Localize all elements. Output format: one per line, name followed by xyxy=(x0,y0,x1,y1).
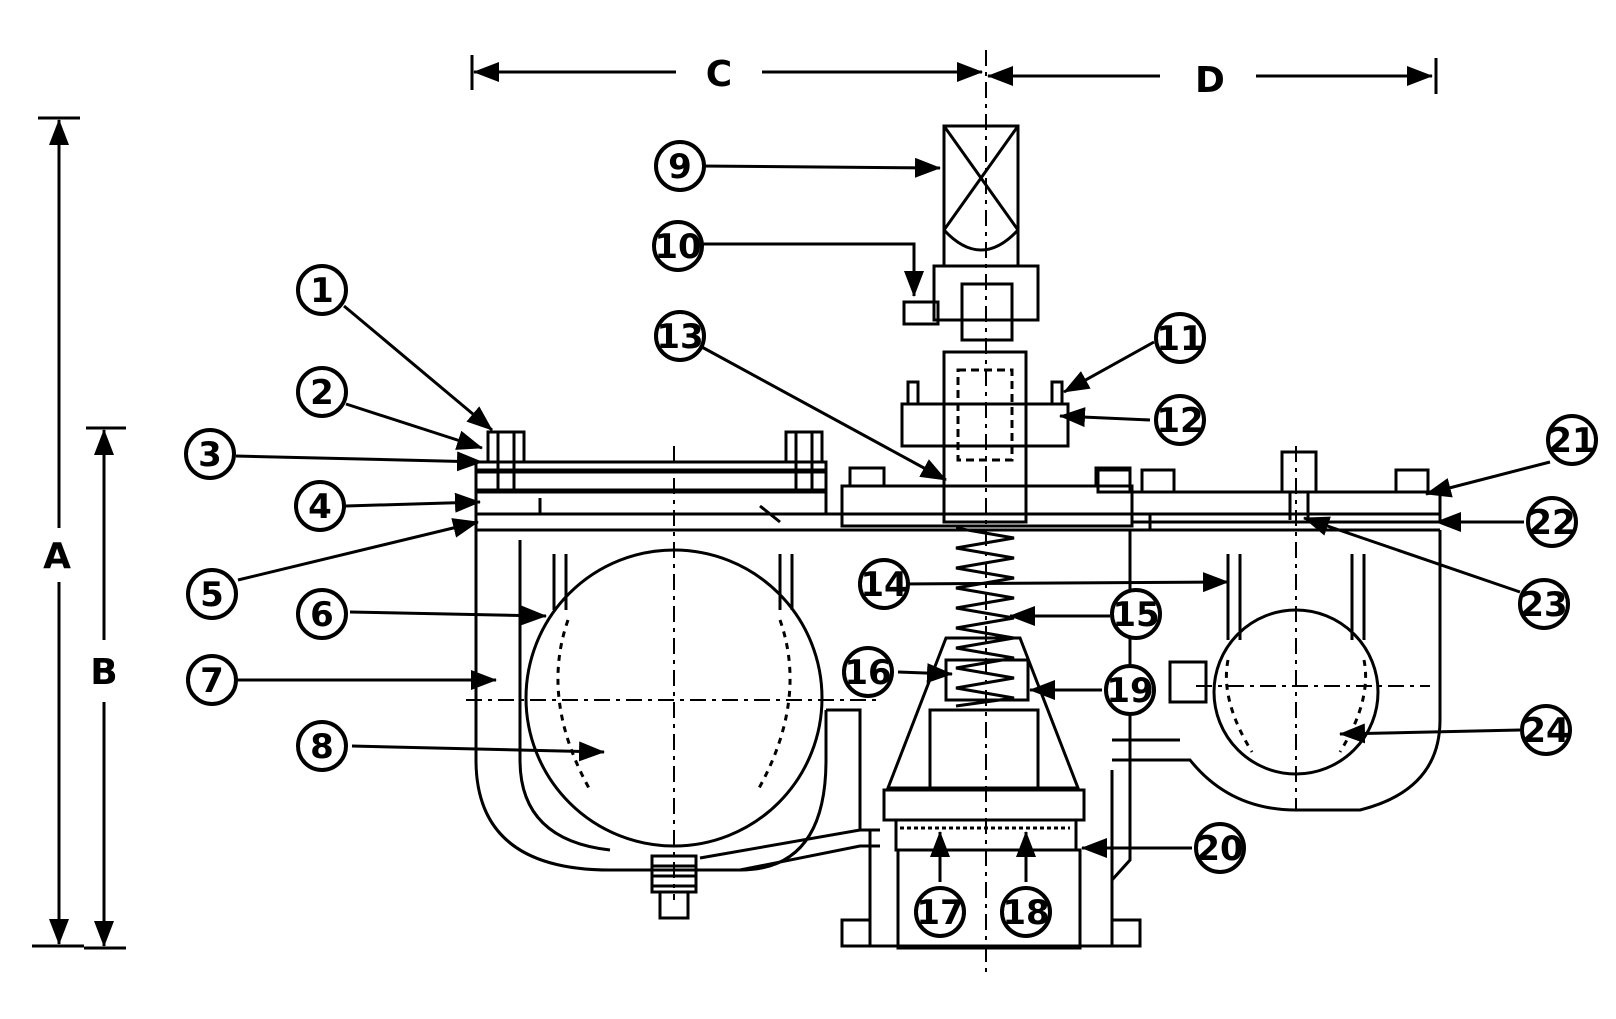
callout-10-number: 10 xyxy=(654,227,701,267)
callout-3 xyxy=(184,428,236,480)
callout-14-number: 14 xyxy=(860,565,907,605)
callout-12 xyxy=(1154,394,1206,446)
callout-19-number: 19 xyxy=(1106,671,1153,711)
callout-12-number: 12 xyxy=(1156,401,1203,441)
center-lines xyxy=(466,50,1430,972)
callout-8 xyxy=(296,720,348,772)
callout-17 xyxy=(914,886,966,938)
callout-2 xyxy=(296,366,348,418)
callout-8-number: 8 xyxy=(310,727,334,767)
dimension-label-b: B xyxy=(90,652,117,693)
dimension-label-a: A xyxy=(43,536,71,577)
callout-20-number: 20 xyxy=(1196,829,1243,869)
callout-6 xyxy=(296,588,348,640)
callout-20 xyxy=(1194,822,1246,874)
callout-16-number: 16 xyxy=(844,653,891,693)
callout-24 xyxy=(1520,704,1572,756)
callout-bubbles xyxy=(184,140,1598,938)
dimension-label-c: C xyxy=(706,54,732,95)
callout-21-number: 21 xyxy=(1548,421,1595,461)
callout-11 xyxy=(1154,312,1206,364)
callout-3-number: 3 xyxy=(198,435,222,475)
callout-9-number: 9 xyxy=(668,147,692,187)
valve-body xyxy=(474,124,1442,950)
callout-4-number: 4 xyxy=(308,487,332,527)
callout-numbers: 1 2 3 4 5 6 7 8 9 10 11 12 13 14 15 16 1… xyxy=(198,147,1596,933)
callout-9 xyxy=(654,140,706,192)
callout-15 xyxy=(1110,588,1162,640)
dimension-lines xyxy=(32,55,1438,950)
callout-14 xyxy=(858,558,910,610)
callout-13-number: 13 xyxy=(656,317,703,357)
callout-24-number: 24 xyxy=(1522,711,1569,751)
callout-22 xyxy=(1526,496,1578,548)
callout-17-number: 17 xyxy=(916,893,963,933)
callout-1-number: 1 xyxy=(310,271,334,311)
callout-15-number: 15 xyxy=(1112,595,1159,635)
callout-18-number: 18 xyxy=(1002,893,1049,933)
callout-7-number: 7 xyxy=(200,661,224,701)
callout-13 xyxy=(654,310,706,362)
callout-18 xyxy=(1000,886,1052,938)
callout-5 xyxy=(186,568,238,620)
callout-5-number: 5 xyxy=(200,575,224,615)
callout-23 xyxy=(1518,578,1570,630)
callout-16 xyxy=(842,646,894,698)
callout-21 xyxy=(1546,414,1598,466)
callout-19 xyxy=(1104,664,1156,716)
callout-10 xyxy=(652,220,704,272)
callout-23-number: 23 xyxy=(1520,585,1567,625)
callout-7 xyxy=(186,654,238,706)
leader-lines xyxy=(235,157,1551,882)
callout-1 xyxy=(296,264,348,316)
callout-11-number: 11 xyxy=(1156,319,1203,359)
dimension-labels: C D A B xyxy=(43,54,1225,693)
callout-6-number: 6 xyxy=(310,595,334,635)
dimension-label-d: D xyxy=(1195,60,1225,101)
callout-2-number: 2 xyxy=(310,373,334,413)
callout-4 xyxy=(294,480,346,532)
callout-22-number: 22 xyxy=(1528,503,1575,543)
